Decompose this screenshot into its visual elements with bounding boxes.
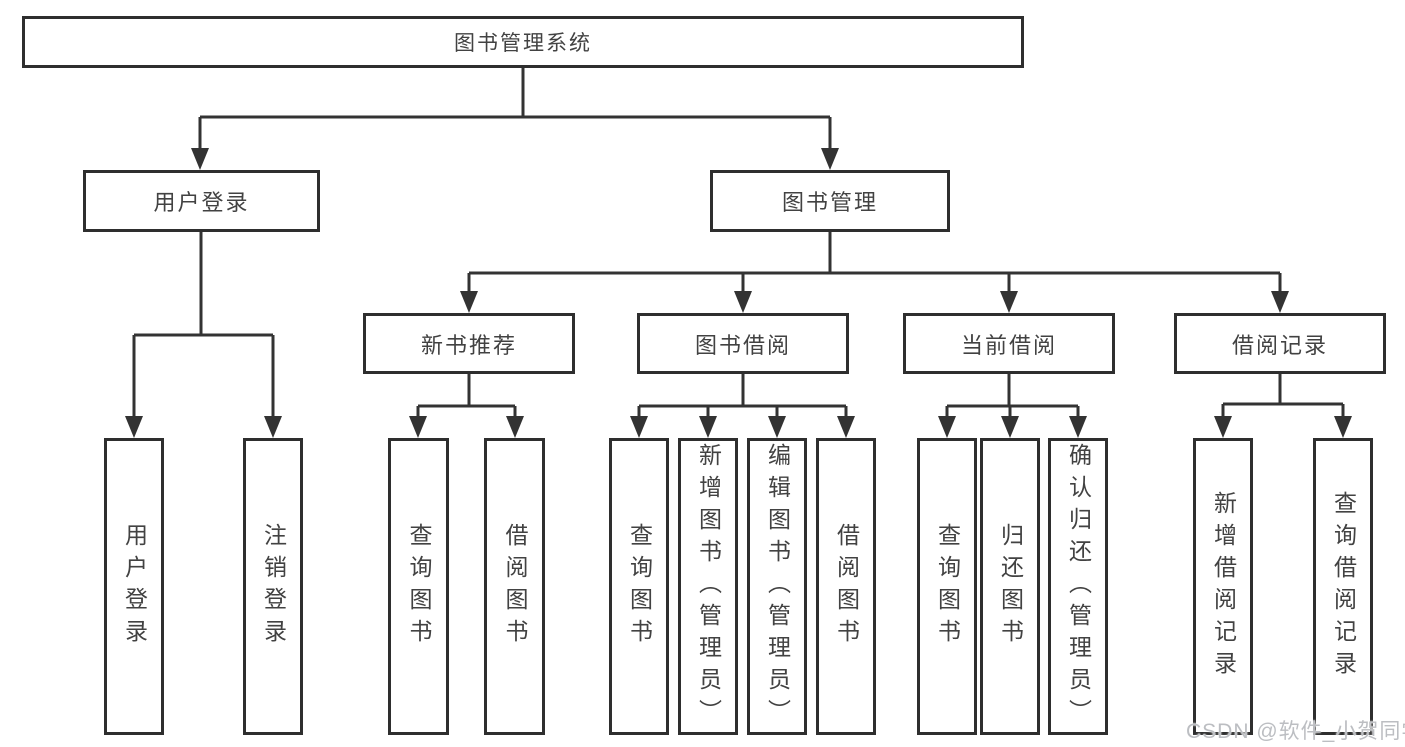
csdn-watermark: CSDN @软件_小贺同学 [1186,720,1405,743]
node-label: 新书推荐 [420,332,517,358]
node-label: 查询图书 [406,522,432,651]
leaf-add-book-admin: 新增图书（管理员） [678,438,738,735]
node-book-management: 图书管理 [710,170,950,232]
node-label: 查询借阅记录 [1330,490,1357,683]
leaf-borrow-books: 借阅图书 [816,438,876,735]
node-label: 借阅图书 [502,522,528,651]
leaf-query-books-recommend: 查询图书 [388,438,449,735]
leaf-confirm-return-admin: 确认归还（管理员） [1048,438,1108,735]
node-new-book-recommend: 新书推荐 [363,313,575,374]
node-book-borrow: 图书借阅 [637,313,849,374]
node-label: 图书借阅 [694,332,791,358]
leaf-return-books: 归还图书 [980,438,1040,735]
arrowheads [125,148,1352,438]
node-label: 编辑图书（管理员） [764,442,791,731]
node-label: 用户登录 [153,190,250,215]
node-label: 借阅图书 [833,522,860,651]
leaf-query-books-borrow: 查询图书 [609,438,669,735]
leaf-logout: 注销登录 [243,438,303,735]
node-label: 用户登录 [121,522,148,651]
leaf-add-borrow-record: 新增借阅记录 [1193,438,1253,735]
leaf-user-login: 用户登录 [104,438,164,735]
node-label: 图书管理系统 [454,32,592,55]
node-current-borrow: 当前借阅 [903,313,1115,374]
leaf-borrow-books-recommend: 借阅图书 [484,438,545,735]
node-label: 借阅记录 [1231,332,1328,358]
node-label: 新增借阅记录 [1210,490,1237,683]
node-label: 注销登录 [260,522,287,651]
node-library-management-system: 图书管理系统 [22,16,1024,68]
node-label: 查询图书 [626,522,653,651]
node-label: 查询图书 [934,522,961,651]
node-label: 新增图书（管理员） [695,442,722,731]
node-label: 图书管理 [781,190,878,215]
node-label: 归还图书 [997,522,1024,651]
leaf-query-books-current: 查询图书 [917,438,977,735]
node-user-login: 用户登录 [83,170,320,232]
node-label: 确认归还（管理员） [1065,442,1092,731]
leaf-edit-book-admin: 编辑图书（管理员） [747,438,807,735]
node-borrow-records: 借阅记录 [1174,313,1386,374]
leaf-query-borrow-record: 查询借阅记录 [1313,438,1373,735]
node-label: 当前借阅 [960,332,1057,358]
